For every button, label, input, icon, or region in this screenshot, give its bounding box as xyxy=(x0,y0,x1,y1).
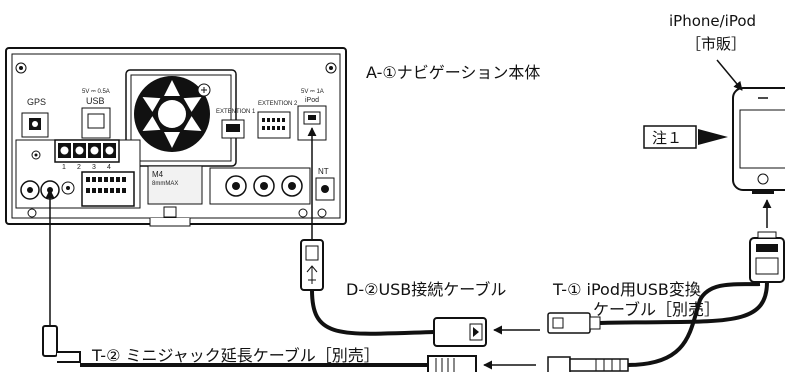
terminal-number-2: 2 xyxy=(77,164,81,171)
iphone-label-line2: ［市販］ xyxy=(686,35,747,53)
terminal-number-3: 3 xyxy=(92,164,96,171)
ipod-rating-mark: 5V ⎓ 1A xyxy=(301,89,324,95)
ipod-mark: iPod xyxy=(305,97,320,104)
iphone-device xyxy=(732,87,785,194)
ipod-cable-label-line2: ケーブル［別売］ xyxy=(593,300,721,319)
terminal-number-4: 4 xyxy=(107,164,111,171)
ipod-usb-conversion-cable xyxy=(547,199,785,334)
mini-jack-extension-cable xyxy=(42,189,761,372)
iphone-label-arrow xyxy=(716,59,743,91)
head-unit-label: A-①ナビゲーション本体 xyxy=(366,63,541,82)
ext2-mark: EXTENTION 2 xyxy=(258,101,298,107)
iphone-label-line1: iPhone/iPod xyxy=(669,12,757,30)
usb-mark: USB xyxy=(86,96,105,106)
usb-connection-cable xyxy=(300,127,540,347)
ipod-cable-label-line1: T-① iPod用USB変換 xyxy=(553,280,701,299)
fuse-rating-mark: 8mmMAX xyxy=(152,181,179,187)
navigation-head-unit xyxy=(5,47,347,227)
usb-cable-label: D-②USB接続ケーブル xyxy=(346,280,507,299)
mini-jack-cable-label: T-② ミニジャック延長ケーブル［別売］ xyxy=(92,346,380,365)
ext1-mark: EXTENTION 1 xyxy=(216,109,256,115)
gps-mark: GPS xyxy=(27,97,47,107)
fuse-type-mark: M4 xyxy=(152,170,164,179)
usb-rating-mark: 5V ⎓ 0.5A xyxy=(82,89,110,95)
nt-mark: NT xyxy=(318,167,329,176)
note-label: 注１ xyxy=(652,129,683,147)
terminal-number-1: 1 xyxy=(62,164,66,171)
note-callout xyxy=(643,125,728,149)
